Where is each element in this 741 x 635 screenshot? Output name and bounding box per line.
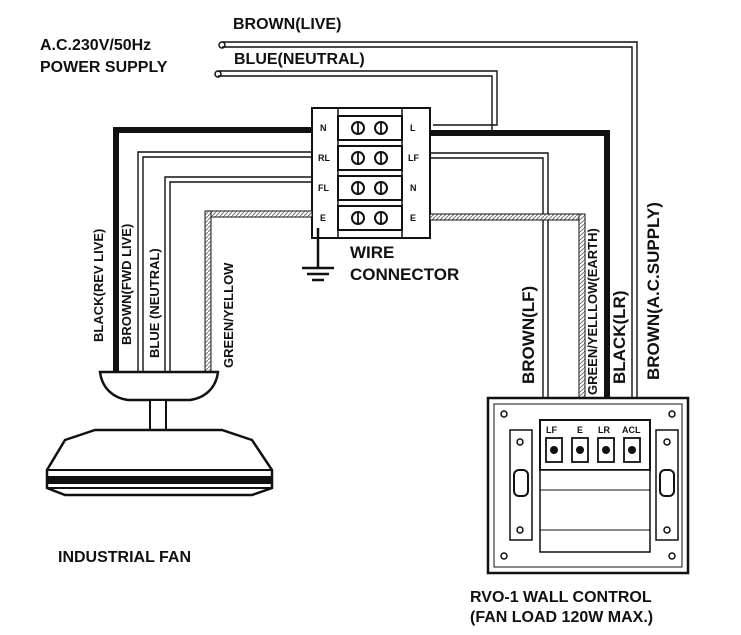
connector-terminal-e2: E xyxy=(410,213,417,223)
black-lr-label: BLACK(LR) xyxy=(610,290,629,384)
control-terminal-e: E xyxy=(577,425,584,435)
control-terminal-acl: ACL xyxy=(622,425,641,435)
brown-lf-wire xyxy=(430,152,549,408)
wire-connector-block xyxy=(311,107,431,239)
green-yellow-control-wire xyxy=(429,213,586,409)
supply-voltage-label: A.C.230V/50Hz xyxy=(40,37,152,54)
connector-terminal-fl: FL xyxy=(318,183,329,193)
connector-terminal-l: L xyxy=(410,123,416,133)
black-lr-wire xyxy=(430,130,610,408)
brown-ac-supply-label: BROWN(A.C.SUPPLY) xyxy=(644,202,663,380)
blue-neutral-fan-label: BLUE (NEUTRAL) xyxy=(147,248,162,358)
wall-control-label: RVO-1 WALL CONTROL xyxy=(470,589,652,606)
brown-fwd-live-wire xyxy=(137,151,312,372)
blue-neutral-fan-wire xyxy=(164,176,312,372)
industrial-fan-icon xyxy=(45,370,274,497)
brown-live-label: BROWN(LIVE) xyxy=(233,16,342,33)
earth-ground-icon xyxy=(302,228,334,282)
blue-neutral-label: BLUE(NEUTRAL) xyxy=(234,51,365,68)
wire-connector-label-1: WIRE xyxy=(350,243,395,262)
control-terminal-lr: LR xyxy=(598,425,610,435)
black-rev-live-wire xyxy=(113,127,312,372)
black-rev-live-label: BLACK(REV LIVE) xyxy=(91,228,106,342)
wire-connector-label-2: CONNECTOR xyxy=(350,265,460,284)
connector-terminal-rl: RL xyxy=(318,153,330,163)
industrial-fan-label: INDUSTRIAL FAN xyxy=(58,549,192,566)
control-terminal-lf: LF xyxy=(546,425,557,435)
brown-lf-label: BROWN(LF) xyxy=(519,285,538,384)
connector-terminal-lf: LF xyxy=(408,153,419,163)
brown-live-wire xyxy=(222,41,638,402)
connector-terminal-e: E xyxy=(320,213,327,223)
connector-terminal-n: N xyxy=(320,123,327,133)
green-yellow-fan-label: GREEN/YELLOW xyxy=(221,262,236,368)
connector-terminal-n2: N xyxy=(410,183,417,193)
fan-load-label: (FAN LOAD 120W MAX.) xyxy=(470,609,654,626)
power-supply-label: POWER SUPPLY xyxy=(40,59,168,76)
wall-control-plate xyxy=(486,396,690,575)
green-yellow-earth-label: GREEN/YELLLOW(EARTH) xyxy=(585,228,600,395)
brown-fwd-live-label: BROWN(FWD LIVE) xyxy=(119,223,134,345)
